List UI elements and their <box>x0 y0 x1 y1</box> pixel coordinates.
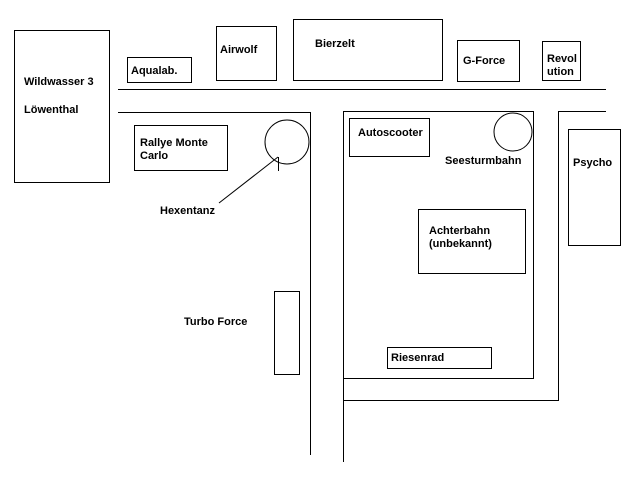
wildwasser-label: Wildwasser 3 <box>24 76 94 88</box>
central-area-outline <box>343 111 534 462</box>
turboforce-label: Turbo Force <box>184 316 248 328</box>
psycho-box <box>568 129 621 246</box>
bierzelt-label: Bierzelt <box>315 38 355 50</box>
seesturmbahn-circle <box>493 112 533 152</box>
rallye-label: Rallye Monte Carlo <box>140 137 208 162</box>
turboforce-box <box>274 291 300 375</box>
hexentanz-circle <box>264 119 310 165</box>
airwolf-box <box>216 26 277 81</box>
seesturmbahn-label: Seesturmbahn <box>445 155 522 167</box>
loewenthal-label: Löwenthal <box>24 104 79 116</box>
bierzelt-box <box>293 19 443 81</box>
achterbahn-label: Achterbahn (unbekannt) <box>429 225 492 250</box>
airwolf-label: Airwolf <box>220 44 258 56</box>
hexentanz-pointer <box>218 156 279 204</box>
hexentanz-label: Hexentanz <box>160 205 216 217</box>
aqualab-box <box>127 57 192 83</box>
wildwasser-box <box>14 30 110 183</box>
psycho-label: Psycho <box>573 157 613 169</box>
gforce-label: G-Force <box>463 55 506 67</box>
aqualab-label: Aqualab. <box>131 65 178 77</box>
gforce-box <box>457 40 520 82</box>
revolution-label: Revolution <box>547 53 577 78</box>
achterbahn-box <box>418 209 526 274</box>
riesenrad-box <box>387 347 492 369</box>
autoscooter-box <box>349 118 430 157</box>
riesenrad-label: Riesenrad <box>391 352 445 364</box>
autoscooter-label: Autoscooter <box>358 127 423 139</box>
rallye-box <box>134 125 228 171</box>
revolution-box <box>542 41 581 81</box>
